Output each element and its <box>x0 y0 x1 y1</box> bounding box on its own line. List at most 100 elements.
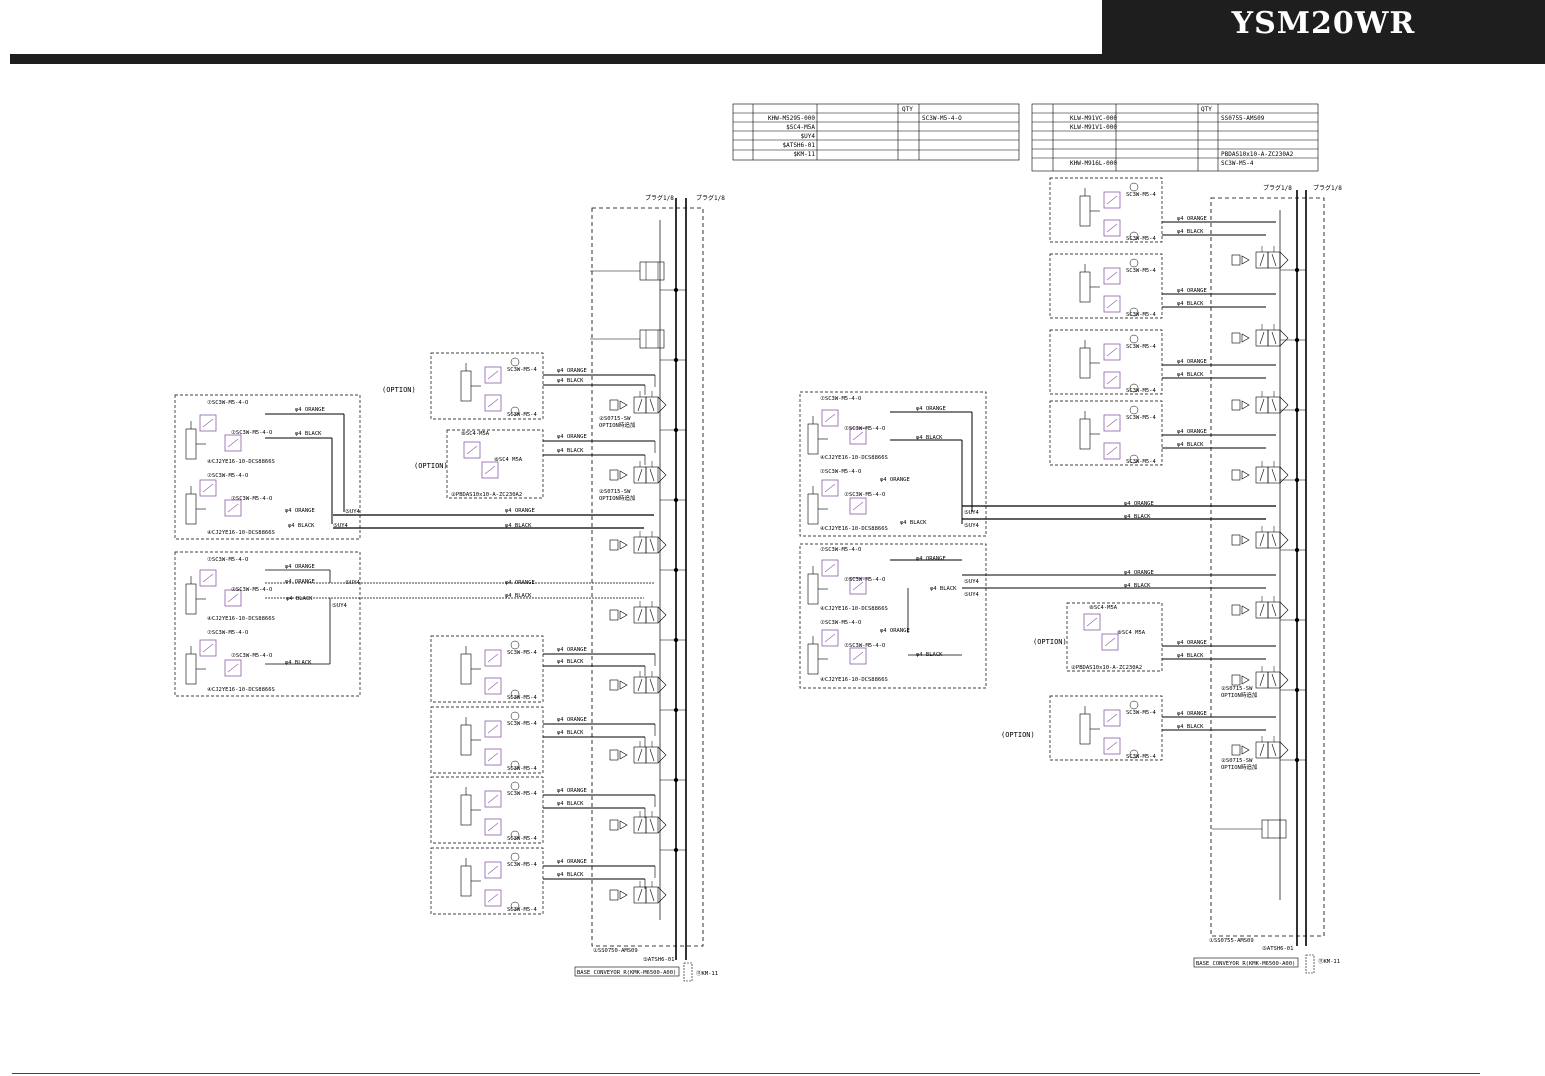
tube-orange-label: φ4 ORANGE <box>557 647 587 653</box>
fitting-label: ⑤UY4 <box>964 509 980 516</box>
cylinder-symbol <box>1079 340 1100 379</box>
fitting-label: ⑪KM-11 <box>1318 957 1340 965</box>
solenoid-valve <box>1231 461 1289 484</box>
cylinder-symbol <box>807 486 828 525</box>
cylinder-symbol <box>807 416 828 455</box>
option-sensor-box <box>1066 602 1163 672</box>
manifold-model-label: ①SS0750-AMS09 <box>593 947 638 954</box>
sensor-model-label: ⑧SC4-M5A <box>1089 604 1118 611</box>
switch-model-label: SC3W-M5-4 <box>1126 236 1156 242</box>
tube-orange-label: φ4 ORANGE <box>916 406 946 412</box>
fitting-label: ⑤UY4 <box>964 578 980 585</box>
switch-model-label: ⑦SC3W-M5-4-O <box>207 556 248 563</box>
switch-symbol <box>1103 737 1121 755</box>
fitting-label: ⑤UY4 <box>345 579 361 586</box>
option-label: (OPTION) <box>382 386 416 394</box>
tube-black-label: φ4 BLACK <box>288 523 315 529</box>
title-bar: YSM20WR <box>1102 0 1545 54</box>
cylinder-symbol <box>460 717 481 756</box>
cylinder-symbol <box>1079 188 1100 227</box>
cylinder-symbol <box>460 858 481 897</box>
actuator-box <box>1049 400 1163 466</box>
cylinder-symbol <box>460 363 481 402</box>
switch-symbol <box>1103 295 1121 313</box>
switch-symbol <box>484 861 502 879</box>
tube-black-label: φ4 BLACK <box>557 730 584 736</box>
switch-symbol <box>1103 267 1121 285</box>
switch-model-label: SC3W-M5-4 <box>1126 312 1156 318</box>
regulator-block <box>1212 819 1287 839</box>
tube-black-label: φ4 BLACK <box>557 378 584 384</box>
cylinder-symbol <box>807 636 828 675</box>
table-left-part: KHW-M5295-000 <box>768 115 815 122</box>
tube-orange-label: φ4 ORANGE <box>1177 640 1207 646</box>
solenoid-valve <box>609 881 667 904</box>
switch-model-label: SC3W-M5-4 <box>507 695 537 701</box>
sensor-model-label: ⑧SC4-M5A <box>461 430 490 437</box>
table-right-model: PBDAS10x10-A-ZC230A2 <box>1221 151 1294 158</box>
fitting-label: ⑤UY4 <box>332 602 348 609</box>
tube-black-label: φ4 BLACK <box>900 520 927 526</box>
switch-symbol <box>199 414 217 432</box>
solenoid-valve <box>609 391 667 414</box>
switch-model-label: SC3W-M5-4 <box>507 412 537 418</box>
switch-model-label: ⑦SC3W-M5-4-O <box>844 642 885 649</box>
switch-model-label: ⑦SC3W-M5-4-O <box>231 586 272 593</box>
fitting-label: ⑪KM-11 <box>696 969 718 977</box>
solenoid-valve <box>1231 736 1289 759</box>
actuator-box <box>430 635 544 703</box>
fitting-label: ⑤UY4 <box>345 508 361 515</box>
fitting-label: ⑤ATSH6-01 <box>643 956 674 963</box>
tube-black-label: φ4 BLACK <box>505 593 532 599</box>
tube-black-label: φ4 BLACK <box>557 448 584 454</box>
switch-symbol <box>1103 709 1121 727</box>
switch-symbol <box>821 629 839 647</box>
cylinder-model-label: ④CJ2YE16-10-DCS8866S <box>207 458 275 465</box>
cylinder-symbol <box>1079 264 1100 303</box>
valve-model-label: ②S0715-SW <box>1221 757 1253 764</box>
manifold-left <box>591 198 704 960</box>
tube-orange-label: φ4 ORANGE <box>1124 501 1154 507</box>
tube-black-label: φ4 BLACK <box>1177 229 1204 235</box>
switch-model-label: ⑦SC3W-M5-4-O <box>207 629 248 636</box>
solenoid-valve <box>609 741 667 764</box>
actuator-box <box>1049 253 1163 319</box>
sensor-model-label: ⑧SC4 M5A <box>494 456 523 463</box>
tube-black-label: φ4 BLACK <box>286 596 313 602</box>
switch-symbol <box>199 479 217 497</box>
tube-orange-label: φ4 ORANGE <box>557 859 587 865</box>
switch-symbol <box>849 497 867 515</box>
tube-black-label: φ4 BLACK <box>916 652 943 658</box>
regulator-block <box>590 261 665 281</box>
option-label: (OPTION) <box>414 462 448 470</box>
tube-black-label: φ4 BLACK <box>557 801 584 807</box>
sensor-model-label: ⑧SC4 M5A <box>1117 629 1146 636</box>
switch-model-label: ⑦SC3W-M5-4-O <box>820 619 861 626</box>
switch-model-label: ⑦SC3W-M5-4-O <box>231 429 272 436</box>
switch-symbol <box>199 569 217 587</box>
valve-stack <box>590 246 1289 904</box>
switch-symbol <box>224 589 242 607</box>
tube-black-label: φ4 BLACK <box>557 872 584 878</box>
actuator-box <box>430 847 544 915</box>
switch-model-label: SC3W-M5-4 <box>1126 192 1156 198</box>
solenoid-valve <box>1231 666 1289 689</box>
cylinder-symbol <box>1079 706 1100 745</box>
tube-orange-label: φ4 ORANGE <box>505 580 535 586</box>
cylinder-symbol <box>185 421 206 460</box>
tube-orange-label: φ4 ORANGE <box>1177 216 1207 222</box>
solenoid-valve <box>1231 246 1289 269</box>
cylinder-symbol <box>185 486 206 525</box>
tube-black-label: φ4 BLACK <box>916 435 943 441</box>
switch-model-label: ⑦SC3W-M5-4-O <box>844 576 885 583</box>
cylinder-model-label: ④CJ2YE16-10-DCS8866S <box>820 454 888 461</box>
cylinder-model-label: ④CJ2YE16-10-DCS8866S <box>820 525 888 532</box>
actuator-box <box>430 776 544 844</box>
valve-model-label: ②S0715-SW <box>599 415 631 422</box>
switch-symbol <box>1103 191 1121 209</box>
switch-model-label: SC3W-M5-4 <box>507 766 537 772</box>
tube-orange-label: φ4 ORANGE <box>557 368 587 374</box>
tubing-lines <box>265 221 1315 982</box>
valve-model-label: ②S0715-SW <box>1221 685 1253 692</box>
